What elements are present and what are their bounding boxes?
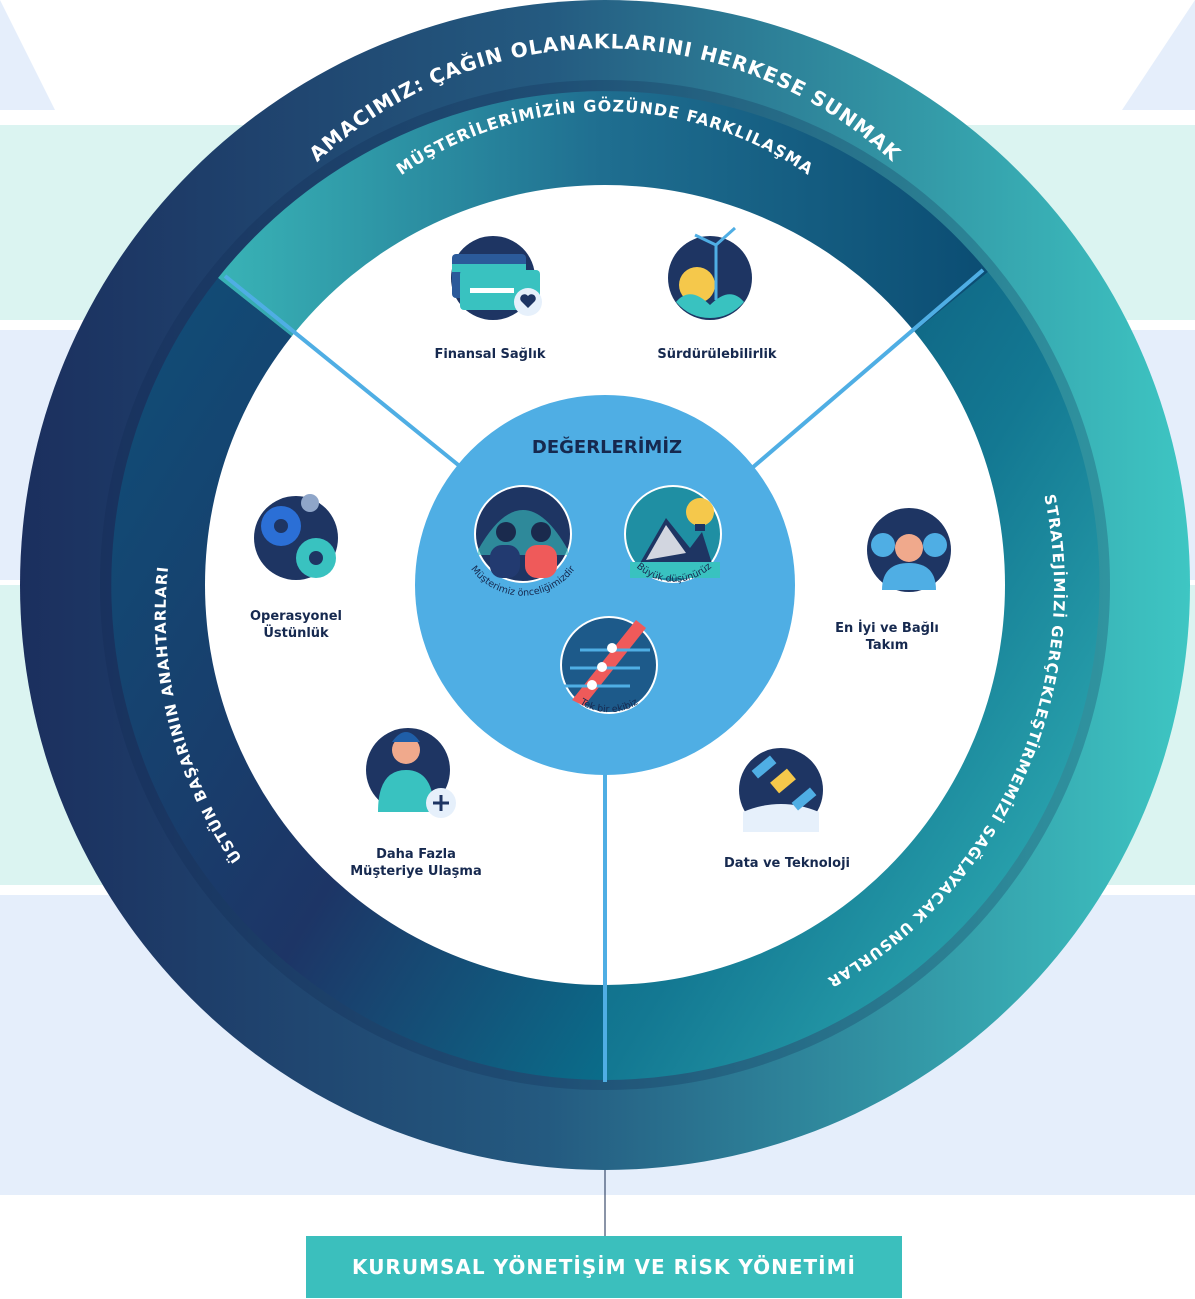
rowing-boat-icon: [562, 620, 650, 706]
lightbulb-icon: [686, 498, 714, 531]
satellite-icon: [739, 748, 823, 832]
team-icon: [867, 508, 951, 592]
segment-dividers: [223, 268, 985, 1082]
financial-health-label: Finansal Sağlık: [434, 347, 545, 362]
reach-more-label-1: Daha Fazla: [376, 847, 456, 862]
reach-more-label-2: Müşteriye Ulaşma: [350, 864, 482, 879]
wind-turbine-icon: [668, 226, 752, 320]
think-big-value: Büyük düşünürüz: [624, 485, 722, 585]
customers-icon: [490, 522, 557, 578]
one-team-value: Tek bir ekibiz: [560, 616, 658, 715]
best-team-pillar: En İyi ve Bağlı Takım: [835, 508, 951, 653]
reach-more-customers-pillar: Daha Fazla Müşteriye Ulaşma: [350, 728, 482, 879]
data-technology-pillar: Data ve Teknoloji: [724, 748, 850, 871]
gears-icon: [254, 494, 338, 580]
data-technology-label: Data ve Teknoloji: [724, 856, 850, 871]
values-title: DEĞERLERİMİZ: [532, 436, 682, 458]
governance-label: KURUMSAL YÖNETİŞİM VE RİSK YÖNETİMİ: [352, 1255, 856, 1279]
customer-add-icon: [366, 728, 456, 818]
customer-first-value: Müşterimiz önceliğimizdir: [468, 485, 578, 599]
credit-card-heart-icon: [451, 236, 542, 320]
best-team-label-1: En İyi ve Bağlı: [835, 620, 939, 636]
financial-health-pillar: Finansal Sağlık: [434, 236, 546, 362]
governance-banner: KURUMSAL YÖNETİŞİM VE RİSK YÖNETİMİ: [306, 1236, 902, 1298]
operational-excellence-label-1: Operasyonel: [250, 609, 342, 624]
operational-excellence-label-2: Üstünlük: [263, 625, 329, 641]
operational-excellence-pillar: Operasyonel Üstünlük: [250, 494, 342, 641]
best-team-label-2: Takım: [866, 638, 909, 653]
sustainability-pillar: Sürdürülebilirlik: [657, 226, 777, 362]
sustainability-label: Sürdürülebilirlik: [657, 347, 777, 362]
